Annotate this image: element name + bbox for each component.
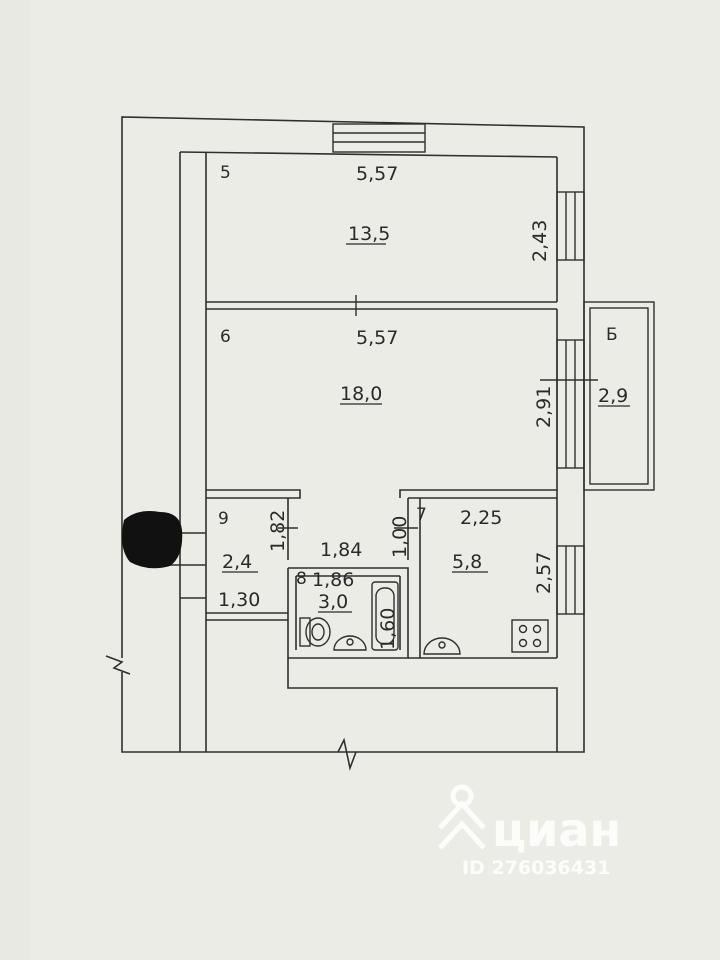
location-pin-icon bbox=[438, 784, 486, 850]
room6-number: 6 bbox=[220, 327, 231, 347]
room8-dim-horizontal: 1,86 bbox=[312, 569, 354, 591]
bathtub-icon bbox=[371, 581, 399, 651]
corridor-door-dim: 1,00 bbox=[389, 516, 411, 558]
break-mark-bottom bbox=[337, 737, 357, 771]
toilet-icon bbox=[299, 617, 331, 647]
area-underlines bbox=[222, 243, 630, 613]
room9-number: 9 bbox=[218, 509, 229, 529]
room6-width: 5,57 bbox=[356, 327, 398, 349]
watermark: циан ID 276036431 bbox=[438, 784, 621, 879]
room7-depth: 2,57 bbox=[533, 552, 555, 594]
lower-corridor bbox=[287, 658, 558, 752]
window-top bbox=[332, 123, 426, 153]
paper-sheet-edge bbox=[30, 0, 720, 960]
room9-top-wall bbox=[206, 489, 301, 499]
balcony-inner bbox=[589, 307, 649, 485]
top-wall-inner bbox=[179, 151, 558, 158]
room5-width: 5,57 bbox=[356, 163, 398, 185]
windows bbox=[278, 123, 655, 615]
room8-area: 3,0 bbox=[318, 591, 348, 613]
redaction-blot bbox=[122, 511, 183, 569]
watermark-id: ID 276036431 bbox=[462, 857, 610, 879]
balcony-label: Б bbox=[606, 325, 618, 345]
room7-number: 7 bbox=[416, 505, 427, 525]
stove-icon bbox=[511, 619, 549, 653]
room7-width: 2,25 bbox=[460, 507, 502, 529]
bathtub-length: 1,60 bbox=[377, 608, 399, 650]
window-room5 bbox=[556, 191, 585, 261]
sink-icon bbox=[333, 635, 367, 651]
room9-area: 2,4 bbox=[222, 551, 252, 573]
room9-dim-horizontal: 1,30 bbox=[218, 589, 260, 611]
corridor-width: 1,84 bbox=[320, 539, 362, 561]
room5-depth: 2,43 bbox=[529, 220, 551, 262]
room5-number: 5 bbox=[220, 163, 231, 183]
window-room7 bbox=[556, 545, 585, 615]
room8-number: 8 bbox=[296, 569, 307, 589]
watermark-brand: циан bbox=[492, 803, 621, 857]
fixtures bbox=[299, 581, 549, 655]
balcony-outline bbox=[583, 301, 655, 491]
break-mark-left bbox=[105, 655, 131, 675]
room6-depth: 2,91 bbox=[533, 386, 555, 428]
kitchen-sink-icon bbox=[423, 637, 461, 655]
room7-area: 5,8 bbox=[452, 551, 482, 573]
room5-area: 13,5 bbox=[348, 223, 390, 245]
balcony-area: 2,9 bbox=[598, 385, 628, 407]
room9-dim-vertical: 1,82 bbox=[267, 510, 289, 552]
room6-area: 18,0 bbox=[340, 383, 382, 405]
